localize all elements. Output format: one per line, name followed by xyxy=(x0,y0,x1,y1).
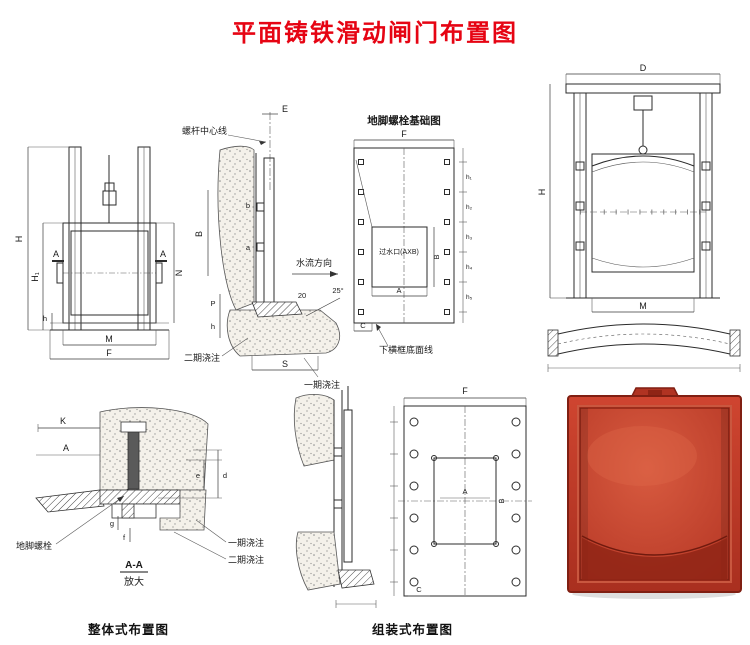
label-bottom-frame-line: 下横框底面线 xyxy=(379,344,433,355)
label-flow-direction: 水流方向 xyxy=(296,257,332,268)
label-dim-h2: h xyxy=(211,322,215,331)
caption-assembled: 组装式布置图 xyxy=(372,623,454,637)
assembled-layout-figure: F A B C xyxy=(282,382,542,622)
label-opening: 过水口(AXB) xyxy=(379,247,419,256)
assembly-view-figure: D H M xyxy=(537,62,748,380)
label-dim-B6: B xyxy=(497,498,506,503)
label-dim-C3: C xyxy=(360,321,366,330)
front-view-figure: H H₁ N M F h A A xyxy=(12,135,207,375)
label-dim-E: E xyxy=(282,104,288,114)
label-second-pour-5: 二期浇注 xyxy=(228,554,264,565)
label-dim-g: g xyxy=(110,519,114,528)
assembled-section-drawing xyxy=(293,386,377,608)
foundation-title: 地脚螺栓基础图 xyxy=(367,114,441,127)
page-title: 平面铸铁滑动闸门布置图 xyxy=(232,20,518,47)
label-section-A-left: A xyxy=(53,249,59,259)
label-dim-A6: A xyxy=(462,487,467,496)
label-dim-H: H xyxy=(14,236,24,243)
label-dim-F: F xyxy=(106,348,112,358)
side-section-drawing xyxy=(207,112,341,378)
label-dim-f: f xyxy=(123,533,126,542)
label-h5: h₅ xyxy=(466,294,473,301)
label-section-A-right: A xyxy=(160,249,166,259)
label-h4: h₄ xyxy=(466,264,473,271)
label-dim-S: S xyxy=(282,359,288,369)
gate-photo xyxy=(562,386,747,601)
foundation-plan-figure: 地脚螺栓基础图 F 过水口(AXB) A B C 下横框底面线 h₁ h₂ h₃… xyxy=(342,112,477,370)
label-angle-25: 25° xyxy=(332,286,343,295)
label-dim-b: b xyxy=(246,201,250,210)
label-second-pour: 二期浇注 xyxy=(184,352,220,363)
label-h2: h₂ xyxy=(466,204,473,211)
label-first-pour: 一期浇注 xyxy=(304,379,340,390)
label-dim-C6: C xyxy=(416,585,422,594)
assembly-drawing xyxy=(547,73,741,372)
label-dim-F3: F xyxy=(401,129,407,139)
detail-drawing xyxy=(35,407,227,573)
gate-photo-render xyxy=(567,387,742,599)
label-dim-M4: M xyxy=(639,301,647,311)
label-dim-H4: H xyxy=(537,189,547,196)
label-dim-H1: H₁ xyxy=(30,272,40,282)
label-anchor-bolt: 地脚螺栓 xyxy=(16,540,52,551)
label-dim-B3: B xyxy=(432,254,441,259)
label-dim-D: D xyxy=(640,63,647,73)
label-dim-K: K xyxy=(60,416,66,426)
label-gap-20: 20 xyxy=(298,291,306,300)
label-dim-N: N xyxy=(174,270,184,277)
detail-figure: K A 地脚螺栓 e d g f A-A 放大 一期浇注 二期浇注 xyxy=(8,398,283,633)
front-view-dimensions xyxy=(27,146,175,360)
label-dim-e: e xyxy=(196,471,200,480)
label-first-pour-5: 一期浇注 xyxy=(228,537,264,548)
label-h3: h₃ xyxy=(466,234,473,241)
label-dim-d: d xyxy=(223,471,227,480)
label-dim-A3: A xyxy=(396,286,401,295)
caption-integral: 整体式布置图 xyxy=(88,623,170,637)
label-dim-P: P xyxy=(210,299,215,308)
label-dim-M: M xyxy=(105,334,113,344)
label-enlarged: 放大 xyxy=(124,575,144,588)
label-section-AA: A-A xyxy=(125,560,143,571)
label-dim-a: a xyxy=(246,243,251,252)
assembled-bolt-plan xyxy=(390,397,532,597)
label-dim-h: h xyxy=(43,314,47,323)
front-view-outline xyxy=(50,146,169,331)
label-dim-B: B xyxy=(194,231,204,237)
foundation-plan-drawing xyxy=(353,139,467,347)
side-section-figure: 螺杆中心线 E B b a 水流方向 20 25° P h 二期浇注 S 一期浇… xyxy=(178,98,353,393)
label-screw-centerline: 螺杆中心线 xyxy=(182,125,227,136)
label-dim-A5: A xyxy=(63,443,69,453)
label-h1: h₁ xyxy=(466,174,473,181)
label-dim-F6: F xyxy=(462,386,468,396)
